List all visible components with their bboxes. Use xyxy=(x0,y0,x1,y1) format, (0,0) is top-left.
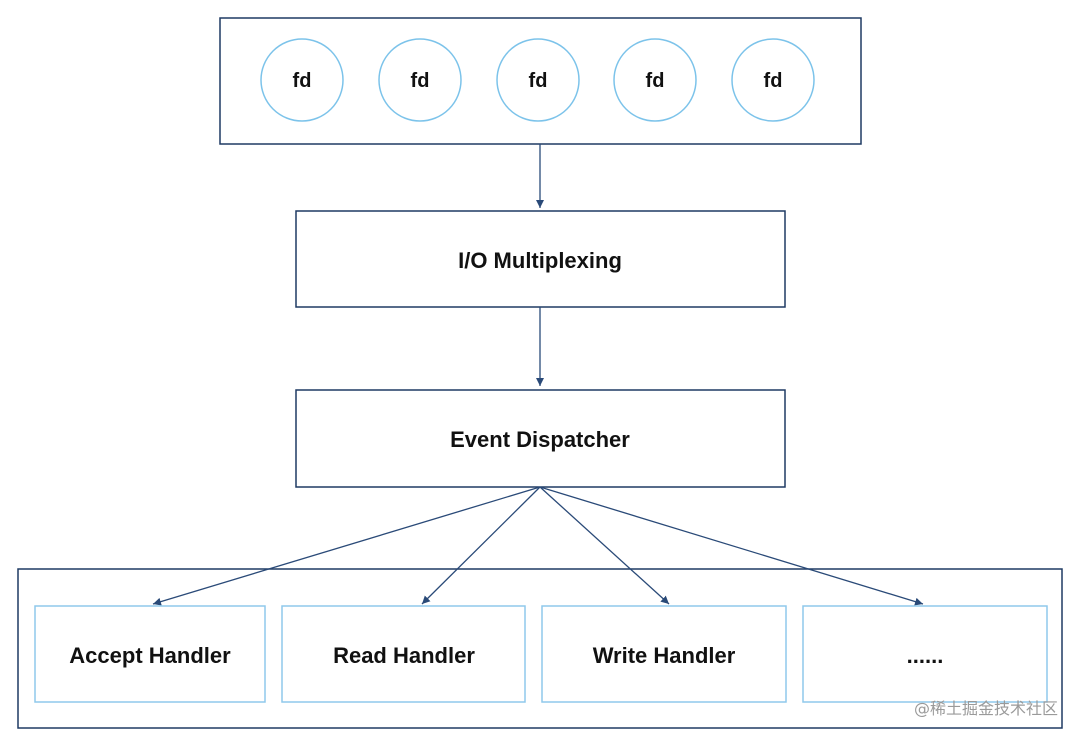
fd-circle: fd xyxy=(731,38,815,122)
write-handler-label: Write Handler xyxy=(593,643,736,668)
fd-circle: fd xyxy=(496,38,580,122)
arrow-to-accept-handler xyxy=(152,486,541,606)
arrow-to-more-handlers xyxy=(539,486,924,606)
fd-circle: fd xyxy=(260,38,344,122)
fd-label: fd xyxy=(411,70,430,92)
accept-handler: Accept Handler xyxy=(34,605,266,703)
fd-circle: fd xyxy=(378,38,462,122)
more-handlers-label: ...... xyxy=(907,643,944,668)
watermark: @稀土掘金技术社区 xyxy=(914,699,1058,718)
read-handler: Read Handler xyxy=(281,605,526,703)
more-handlers: ...... xyxy=(802,605,1048,703)
fd-label: fd xyxy=(529,70,548,92)
read-handler-label: Read Handler xyxy=(333,643,475,668)
fd-label: fd xyxy=(764,70,783,92)
fd-label: fd xyxy=(293,70,312,92)
multiplexing-label: I/O Multiplexing xyxy=(458,248,622,273)
fd-label: fd xyxy=(646,70,665,92)
dispatcher-label: Event Dispatcher xyxy=(450,427,630,452)
write-handler: Write Handler xyxy=(541,605,787,703)
arrow-to-write-handler xyxy=(539,486,670,605)
dispatcher-box xyxy=(295,389,786,488)
arrow-to-read-handler xyxy=(421,486,541,605)
fd-circle: fd xyxy=(613,38,697,122)
accept-handler-label: Accept Handler xyxy=(69,643,231,668)
